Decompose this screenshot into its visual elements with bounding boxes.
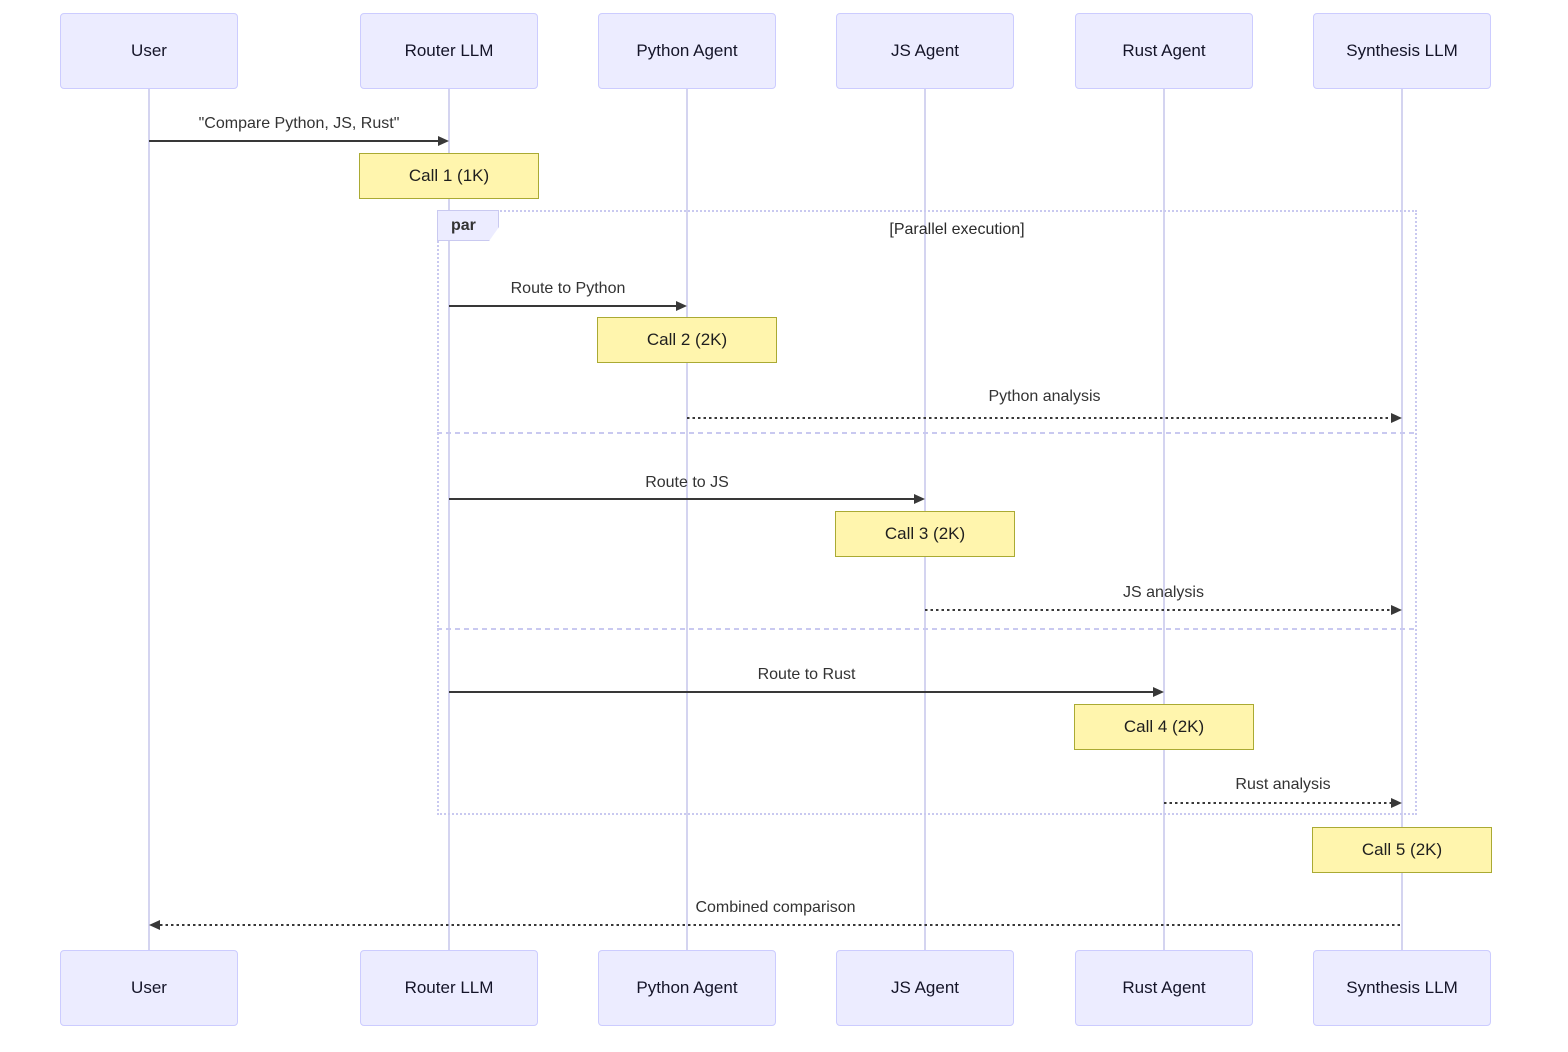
- par-frame: par [Parallel execution]: [437, 210, 1417, 815]
- message-line: [687, 417, 1393, 419]
- arrowhead-right-icon: [676, 301, 687, 311]
- participant-bottom-router: Router LLM: [360, 950, 538, 1026]
- lifeline-router: [448, 89, 450, 950]
- lifeline-rust: [1163, 89, 1165, 950]
- arrowhead-right-icon: [1391, 605, 1402, 615]
- message-label: Rust analysis: [1235, 776, 1331, 793]
- participant-top-python: Python Agent: [598, 13, 776, 89]
- message-label: "Compare Python, JS, Rust": [198, 115, 400, 132]
- participant-top-user: User: [60, 13, 238, 89]
- message-label: Route to JS: [645, 474, 729, 491]
- message-line: [149, 140, 440, 142]
- message-label: Route to Rust: [757, 666, 856, 683]
- message-label: Combined comparison: [695, 899, 856, 916]
- participant-top-synthesis: Synthesis LLM: [1313, 13, 1491, 89]
- arrowhead-right-icon: [1391, 413, 1402, 423]
- message-label: Route to Python: [510, 280, 626, 297]
- arrowhead-right-icon: [1391, 798, 1402, 808]
- arrowhead-right-icon: [438, 136, 449, 146]
- par-label-tab: par: [437, 210, 499, 241]
- note-js: Call 3 (2K): [835, 511, 1015, 557]
- par-condition-label: [Parallel execution]: [889, 221, 1025, 238]
- lifeline-synthesis: [1401, 89, 1403, 950]
- message-label: Python analysis: [988, 388, 1101, 405]
- note-router: Call 1 (1K): [359, 153, 539, 199]
- participant-top-rust: Rust Agent: [1075, 13, 1253, 89]
- participant-bottom-synthesis: Synthesis LLM: [1313, 950, 1491, 1026]
- message-line: [449, 691, 1155, 693]
- lifeline-python: [686, 89, 688, 950]
- participant-top-router: Router LLM: [360, 13, 538, 89]
- participant-bottom-python: Python Agent: [598, 950, 776, 1026]
- message-line: [449, 305, 678, 307]
- message-line: [925, 609, 1393, 611]
- message-line: [1164, 802, 1393, 804]
- participant-bottom-js: JS Agent: [836, 950, 1014, 1026]
- message-line: [160, 924, 1402, 926]
- arrowhead-left-icon: [149, 920, 160, 930]
- par-divider-2: [437, 628, 1417, 630]
- message-line: [449, 498, 916, 500]
- arrowhead-right-icon: [1153, 687, 1164, 697]
- message-label: JS analysis: [1123, 584, 1204, 601]
- participant-top-js: JS Agent: [836, 13, 1014, 89]
- note-synthesis: Call 5 (2K): [1312, 827, 1492, 873]
- arrowhead-right-icon: [914, 494, 925, 504]
- lifeline-user: [148, 89, 150, 950]
- note-rust: Call 4 (2K): [1074, 704, 1254, 750]
- note-python: Call 2 (2K): [597, 317, 777, 363]
- participant-bottom-rust: Rust Agent: [1075, 950, 1253, 1026]
- par-divider-1: [437, 432, 1417, 434]
- participant-bottom-user: User: [60, 950, 238, 1026]
